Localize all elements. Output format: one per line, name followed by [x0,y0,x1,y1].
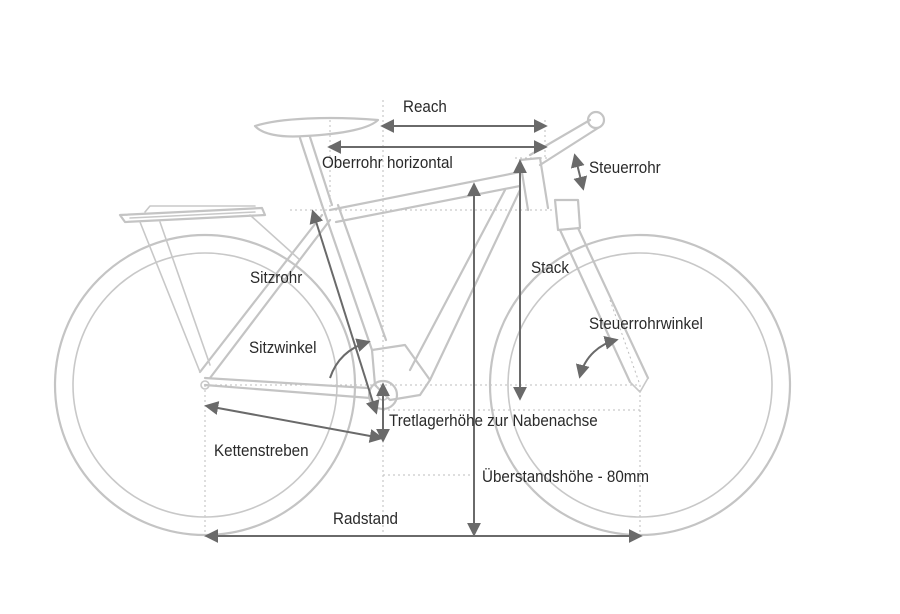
seat-tube [320,203,388,352]
seat-tube-arrow [309,209,380,415]
rear-rack [118,206,267,224]
label-seat-angle: Sitzwinkel [249,339,317,357]
label-wheelbase: Radstand [333,510,398,528]
handlebar [586,110,606,130]
head-angle-arc [575,335,619,379]
label-head-angle: Steuerrohrwinkel [589,315,703,333]
rear-rack-rails [129,205,256,219]
down-tube [408,188,522,382]
measurements [204,119,643,543]
fork-dropout [629,377,649,393]
label-reach: Reach [403,98,447,116]
fork-crown [553,198,582,232]
label-standover: Überstandshöhe - 80mm [482,468,650,486]
label-seat-tube: Sitzrohr [250,269,303,287]
label-chainstay: Kettenstreben [214,442,309,460]
front-tire-inner [507,252,773,518]
motor-housing [370,343,432,402]
label-top-tube-horizontal: Oberrohr horizontal [322,154,453,172]
label-stack: Stack [531,259,569,277]
head-tube [518,156,550,212]
saddle [253,116,380,138]
seatpost [298,135,334,207]
chainstay-arrow [204,401,384,443]
seat-angle-arc [329,338,371,379]
chain-stay [203,376,372,400]
label-head-tube: Steuerrohr [589,159,661,177]
label-bb-drop: Tretlagerhöhe zur Nabenachse [389,412,598,430]
rear-hub [200,380,210,390]
head-tube-arrow [570,153,588,191]
rear-rack-struts [139,214,301,373]
